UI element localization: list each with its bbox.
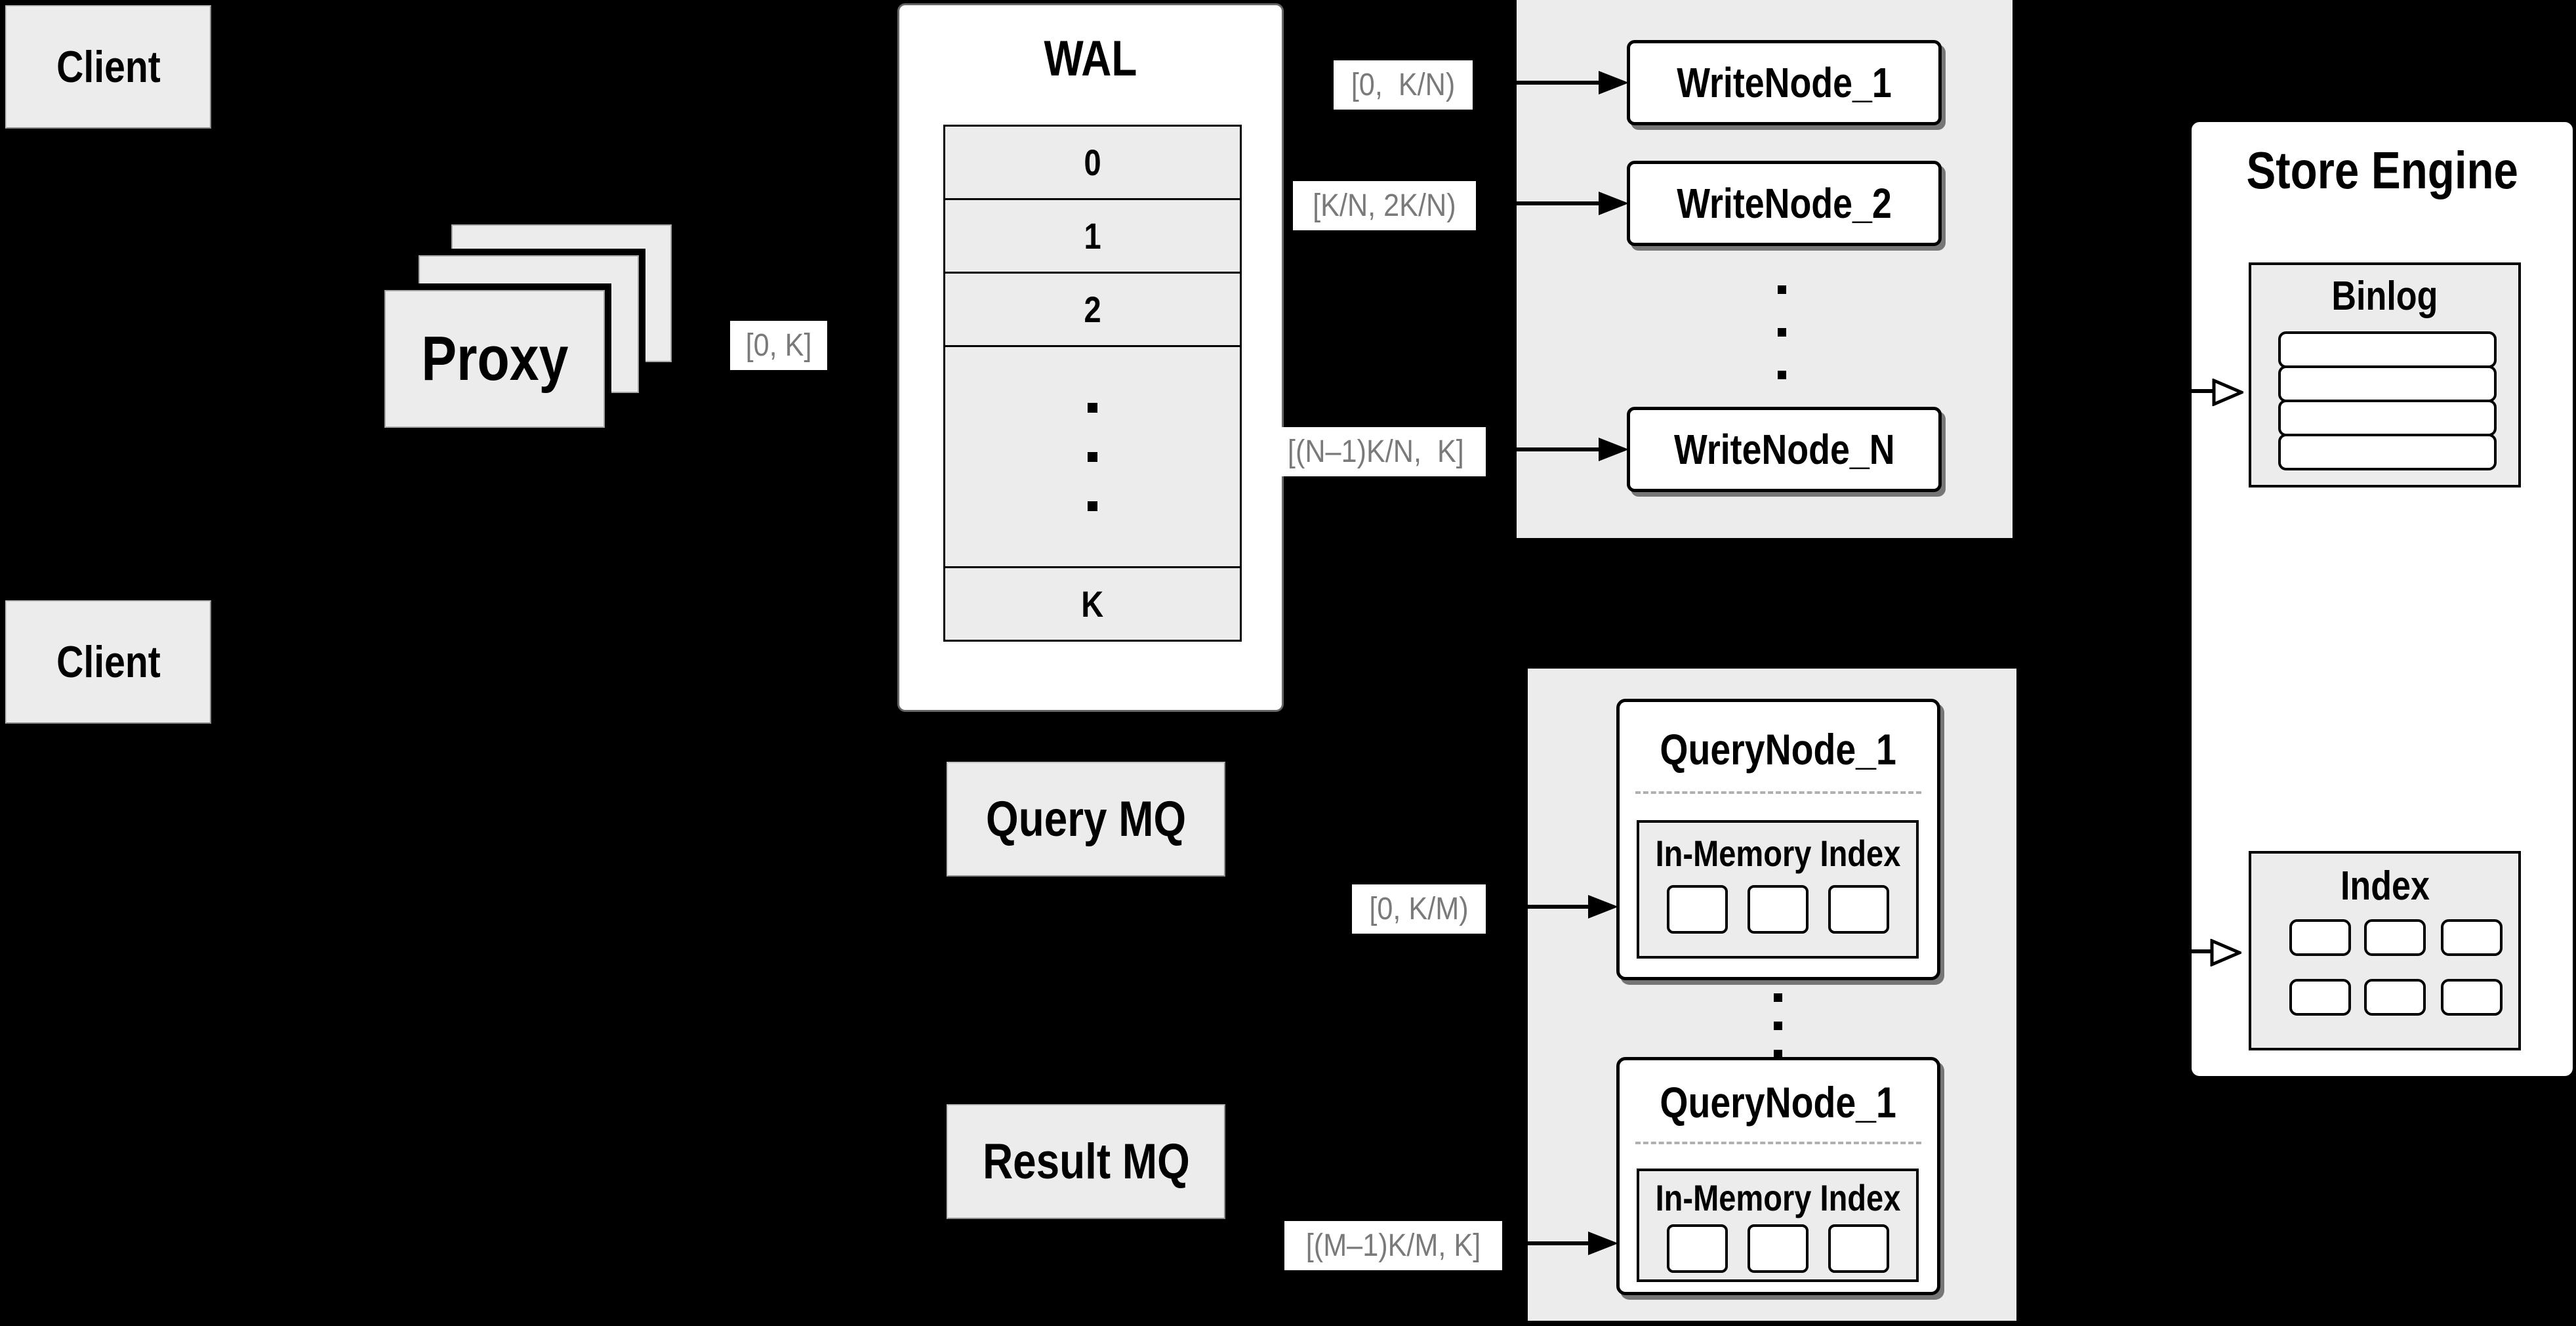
index-cell bbox=[2364, 979, 2426, 1016]
index-cell bbox=[2289, 919, 2351, 956]
proxy-stack: Proxy bbox=[384, 224, 676, 428]
binlog-row bbox=[2278, 434, 2497, 470]
wal-cell-0-text: 0 bbox=[1084, 142, 1101, 183]
arrow-right-icon bbox=[1588, 1232, 1618, 1255]
write-node-1-label: WriteNode_1 bbox=[1677, 59, 1892, 106]
dashed-divider bbox=[1635, 791, 1921, 794]
range-label-write-1-text: [0, K/N) bbox=[1351, 68, 1456, 102]
write-node-box-1: WriteNode_1 bbox=[1627, 40, 1942, 125]
mq-query-box: Query MQ bbox=[947, 762, 1225, 877]
open-arrow-right-icon bbox=[2212, 379, 2243, 406]
range-label-query-first-text: [0, K/M) bbox=[1369, 892, 1469, 926]
wal-table: 0 1 2 K bbox=[943, 125, 1242, 642]
range-label-write-2: [K/N, 2K/N) bbox=[1293, 181, 1476, 230]
binlog-row bbox=[2278, 400, 2497, 436]
store-engine-title: Store Engine bbox=[2246, 141, 2518, 199]
open-arrow-right-icon bbox=[2210, 939, 2241, 966]
range-label-proxy-out: [0, K] bbox=[730, 321, 828, 370]
index-cell bbox=[2289, 979, 2351, 1016]
vertical-ellipsis-icon bbox=[1774, 993, 1782, 1058]
index-cell bbox=[2441, 919, 2503, 956]
wal-cell-2: 2 bbox=[945, 274, 1240, 347]
write-node-2-label: WriteNode_2 bbox=[1677, 180, 1892, 227]
memory-segment bbox=[1828, 1224, 1889, 1273]
mq-result-box: Result MQ bbox=[947, 1104, 1225, 1219]
wal-title: WAL bbox=[1044, 31, 1137, 87]
wal-cell-1-text: 1 bbox=[1084, 215, 1101, 257]
in-memory-index-top-title: In-Memory Index bbox=[1655, 833, 1900, 874]
wal-cell-ellipsis bbox=[945, 347, 1240, 568]
client-top-label: Client bbox=[56, 42, 161, 92]
binlog-row bbox=[2278, 331, 2497, 368]
query-group-container: QueryNode_1 In-Memory Index QueryNode_1 … bbox=[1525, 666, 2019, 1323]
wal-cell-k: K bbox=[945, 568, 1240, 640]
range-label-write-1: [0, K/N) bbox=[1333, 60, 1473, 110]
range-label-write-n: [(N–1)K/N, K] bbox=[1266, 427, 1486, 476]
mq-result-label: Result MQ bbox=[982, 1134, 1190, 1190]
range-label-query-last-text: [(M–1)K/M, K] bbox=[1305, 1228, 1481, 1263]
in-memory-index-bottom-title: In-Memory Index bbox=[1655, 1177, 1900, 1218]
wal-cell-0: 0 bbox=[945, 127, 1240, 200]
index-box: Index bbox=[2249, 851, 2521, 1050]
query-node-box-bottom: QueryNode_1 In-Memory Index bbox=[1616, 1057, 1940, 1295]
binlog-title: Binlog bbox=[2331, 274, 2438, 319]
memory-segments-bottom bbox=[1639, 1224, 1916, 1273]
range-label-query-first: [0, K/M) bbox=[1351, 884, 1486, 934]
memory-segment bbox=[1666, 885, 1728, 934]
client-box-top: Client bbox=[5, 5, 211, 129]
wal-cell-k-text: K bbox=[1081, 583, 1104, 625]
write-node-n-label: WriteNode_N bbox=[1673, 426, 1895, 473]
memory-segment bbox=[1747, 1224, 1809, 1273]
memory-segment bbox=[1747, 885, 1809, 934]
query-node-bottom-title: QueryNode_1 bbox=[1660, 1078, 1897, 1127]
memory-segments-top bbox=[1639, 885, 1916, 934]
wal-cell-2-text: 2 bbox=[1084, 289, 1101, 330]
query-node-top-title: QueryNode_1 bbox=[1660, 725, 1897, 774]
write-node-box-2: WriteNode_2 bbox=[1627, 161, 1942, 246]
in-memory-index-box-bottom: In-Memory Index bbox=[1637, 1169, 1919, 1282]
store-engine-panel: Store Engine Binlog Index bbox=[2189, 119, 2575, 1079]
range-label-write-2-text: [K/N, 2K/N) bbox=[1313, 188, 1456, 223]
vertical-ellipsis-icon bbox=[1088, 402, 1097, 511]
binlog-row bbox=[2278, 365, 2497, 402]
binlog-box: Binlog bbox=[2249, 262, 2521, 487]
index-title: Index bbox=[2340, 863, 2430, 909]
in-memory-index-box-top: In-Memory Index bbox=[1637, 820, 1919, 959]
mq-query-label: Query MQ bbox=[985, 791, 1187, 847]
client-bottom-label: Client bbox=[56, 637, 161, 687]
arrow-right-icon bbox=[1588, 895, 1618, 919]
memory-segment bbox=[1666, 1224, 1728, 1273]
wal-panel: WAL 0 1 2 K bbox=[897, 3, 1284, 712]
proxy-label: Proxy bbox=[420, 323, 569, 394]
memory-segment bbox=[1828, 885, 1889, 934]
wal-title-wrap: WAL bbox=[899, 30, 1282, 87]
proxy-card-front: Proxy bbox=[384, 290, 605, 428]
index-cell bbox=[2364, 919, 2426, 956]
arrow-right-icon bbox=[1599, 438, 1629, 461]
query-node-box-top: QueryNode_1 In-Memory Index bbox=[1616, 699, 1940, 980]
index-cell bbox=[2441, 979, 2503, 1016]
client-box-bottom: Client bbox=[5, 600, 211, 724]
range-label-proxy-out-text: [0, K] bbox=[745, 328, 812, 363]
arrow-right-icon bbox=[1599, 192, 1629, 215]
write-group-container: WriteNode_1 WriteNode_2 WriteNode_N bbox=[1514, 0, 2015, 541]
arrow-right-icon bbox=[1599, 71, 1629, 94]
vertical-ellipsis-icon bbox=[1778, 285, 1786, 379]
wal-cell-1: 1 bbox=[945, 200, 1240, 274]
dashed-divider bbox=[1635, 1142, 1921, 1144]
range-label-query-last: [(M–1)K/M, K] bbox=[1284, 1221, 1502, 1270]
range-label-write-n-text: [(N–1)K/N, K] bbox=[1288, 434, 1465, 469]
write-node-box-n: WriteNode_N bbox=[1627, 407, 1942, 492]
